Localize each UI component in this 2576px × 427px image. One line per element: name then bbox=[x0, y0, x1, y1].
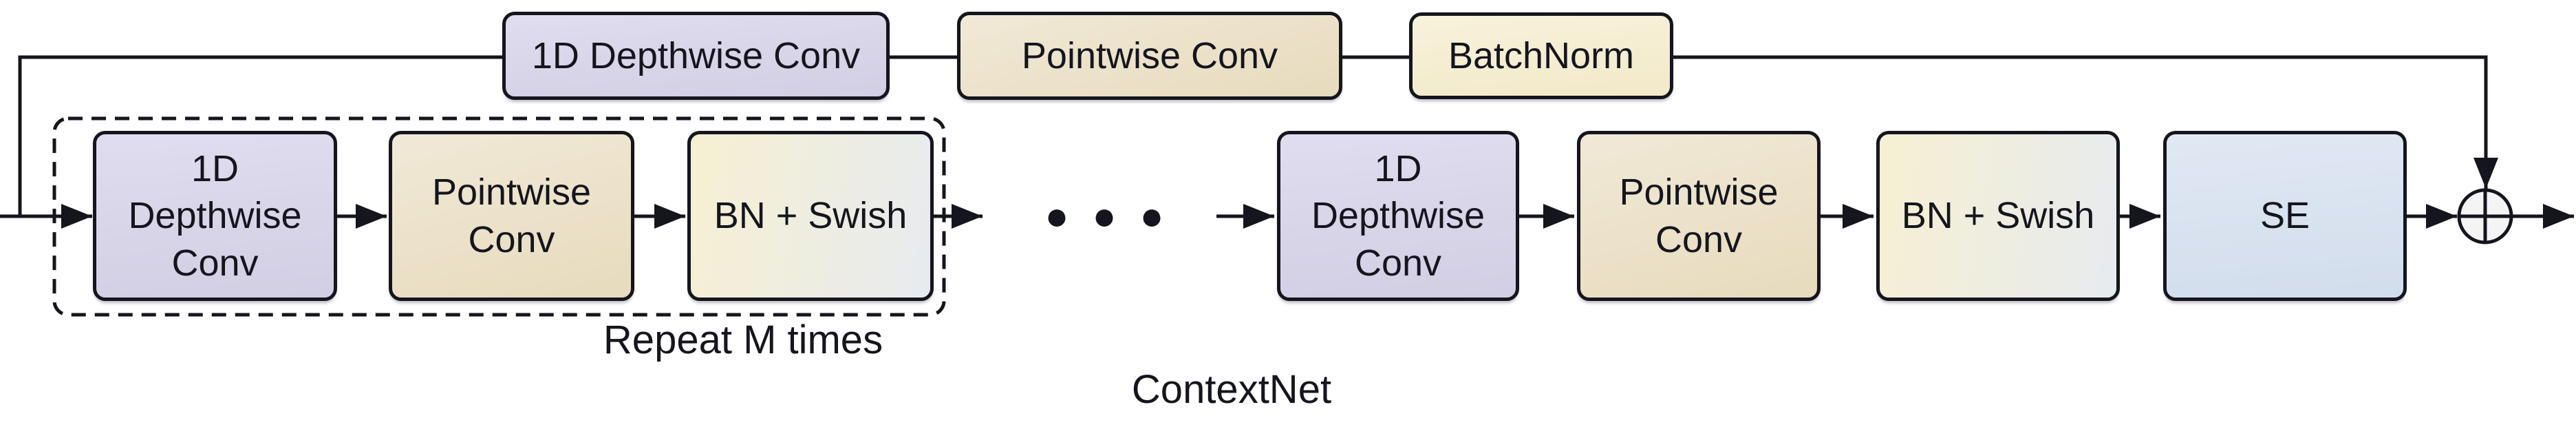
block-1d-depthwise-conv-1: 1D Depthwise Conv bbox=[93, 131, 337, 301]
box-label: 1D Depthwise Conv bbox=[531, 34, 861, 76]
block-pointwise-conv-1: Pointwise Conv bbox=[389, 131, 634, 301]
sum-node bbox=[2457, 188, 2513, 244]
block-1d-depthwise-conv-2: 1D Depthwise Conv bbox=[1277, 131, 1519, 301]
box-label: 1D Depthwise Conv bbox=[128, 147, 302, 284]
repeat-annotation: Repeat M times bbox=[603, 317, 883, 362]
box-label: BN + Swish bbox=[713, 195, 908, 237]
block-pointwise-conv-2: Pointwise Conv bbox=[1577, 131, 1821, 301]
box-label: Pointwise Conv bbox=[431, 171, 592, 260]
ellipsis-dots: ●●● bbox=[1044, 194, 1188, 238]
top-box-1d-depthwise-conv: 1D Depthwise Conv bbox=[502, 12, 890, 100]
box-label: Pointwise Conv bbox=[1021, 34, 1278, 76]
box-label: 1D Depthwise Conv bbox=[1311, 147, 1485, 284]
block-bn-swish-2: BN + Swish bbox=[1876, 131, 2120, 301]
diagram-caption: ContextNet bbox=[1131, 367, 1332, 412]
box-label: BN + Swish bbox=[1901, 195, 2095, 237]
top-box-batchnorm: BatchNorm bbox=[1409, 12, 1673, 99]
box-label: BatchNorm bbox=[1448, 34, 1635, 76]
block-se: SE bbox=[2163, 131, 2407, 301]
top-box-pointwise-conv: Pointwise Conv bbox=[957, 12, 1342, 100]
box-label: Pointwise Conv bbox=[1619, 171, 1779, 260]
plus-cross bbox=[2460, 191, 2510, 241]
box-label: SE bbox=[2260, 195, 2310, 237]
skip-branch-line bbox=[18, 55, 502, 216]
skip-line-to-sum bbox=[1673, 55, 2498, 189]
block-bn-swish-1: BN + Swish bbox=[687, 131, 934, 301]
